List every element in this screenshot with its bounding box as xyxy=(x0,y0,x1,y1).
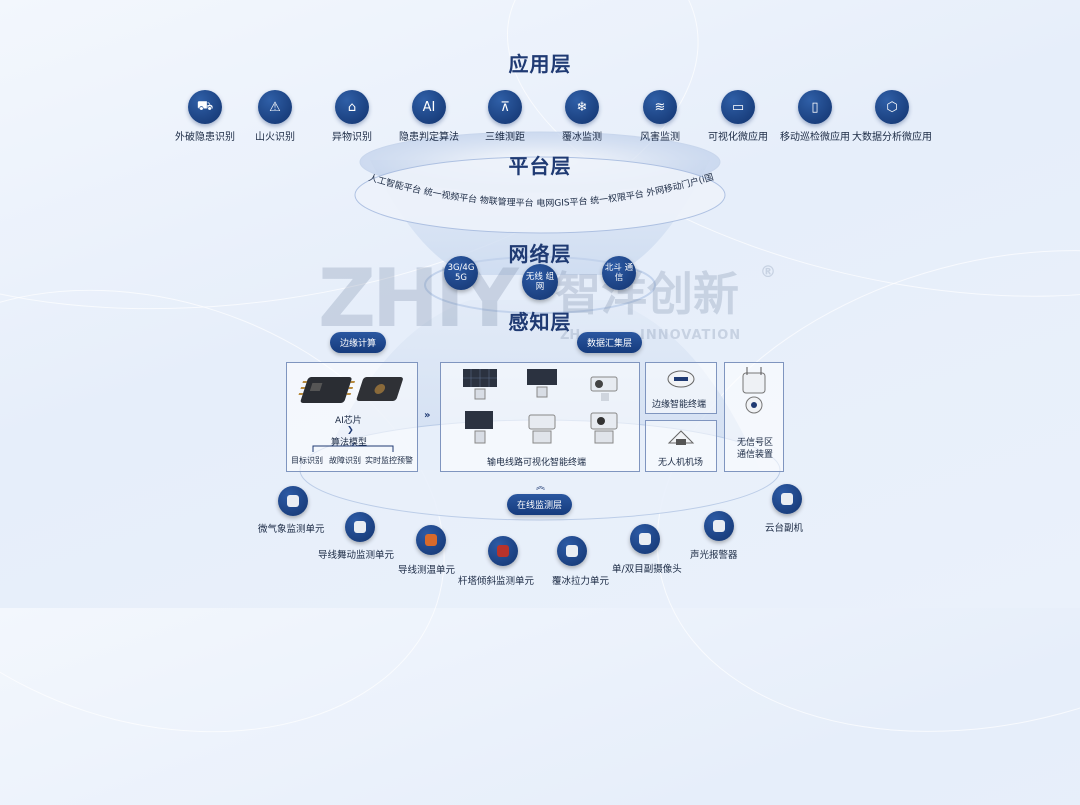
platform-text-arc: 人工智能平台 统一视频平台 物联管理平台 电网GIS平台 统一权限平台 外网移动… xyxy=(0,0,715,209)
icon-glyph: ▭ xyxy=(731,99,745,115)
cube-icon[interactable]: ⬡ xyxy=(875,90,909,124)
icon-glyph: ▯ xyxy=(811,99,819,115)
device-glyph xyxy=(566,545,578,557)
drone-dock-box: 无人机机场 xyxy=(645,420,717,472)
drone-dock-label: 无人机机场 xyxy=(658,458,704,468)
device-glyph xyxy=(425,534,437,546)
mobile-icon[interactable]: ▯ xyxy=(798,90,832,124)
network-node-label: 无线 组网 xyxy=(525,272,555,292)
application-label: 大数据分析微应用 xyxy=(852,132,932,143)
camera-devices-image xyxy=(463,369,618,444)
monitor-icon[interactable]: ▭ xyxy=(721,90,755,124)
watermark-english: INNOVATION xyxy=(640,328,742,343)
application-label: 移动巡检微应用 xyxy=(780,132,850,143)
device-glyph xyxy=(497,545,509,557)
application-label: 三维测距 xyxy=(485,132,525,143)
application-label: 外破隐患识别 xyxy=(175,132,235,143)
application-label: 隐患判定算法 xyxy=(399,132,459,143)
ai-chip-label: AI芯片 xyxy=(335,416,362,426)
device-label: 导线测温单元 xyxy=(398,565,456,576)
application-label: 可视化微应用 xyxy=(708,132,768,143)
network-node-cellular: 3G/4G 5G xyxy=(444,256,478,290)
device-label: 微气象监测单元 xyxy=(258,524,325,535)
device-label: 单/双目副摄像头 xyxy=(612,564,682,575)
device-glyph xyxy=(354,521,366,533)
icon-glyph: ⊼ xyxy=(500,99,510,115)
network-node-label: 3G/4G 5G xyxy=(447,263,475,283)
ice-tension-icon[interactable] xyxy=(557,536,587,566)
device-glyph xyxy=(781,493,793,505)
device-label: 云台副机 xyxy=(765,523,804,534)
platform-services-text: 人工智能平台 统一视频平台 物联管理平台 电网GIS平台 统一权限平台 外网移动… xyxy=(0,0,715,209)
camera-icon[interactable] xyxy=(630,524,660,554)
edge-terminal-label: 边缘智能终端 xyxy=(652,400,707,410)
icon-glyph: ❄ xyxy=(576,99,588,115)
tower-foreign-object-icon[interactable]: ⌂ xyxy=(335,90,369,124)
crane-icon[interactable]: ⛟ xyxy=(188,90,222,124)
weather-station-icon[interactable] xyxy=(278,486,308,516)
online-monitoring-label: 在线监测层 xyxy=(507,494,573,515)
application-layer-title: 应用层 xyxy=(508,52,572,76)
watermark-english-prefix: ZH xyxy=(560,328,581,343)
icon-glyph: ⚠ xyxy=(269,99,281,115)
icon-glyph: AI xyxy=(422,99,436,115)
temperature-sensor-icon[interactable] xyxy=(416,525,446,555)
device-label: 杆塔倾斜监测单元 xyxy=(458,576,535,587)
model-branch-lines xyxy=(312,443,394,452)
watermark-logo: ZHIY xyxy=(318,252,519,345)
device-label: 导线舞动监测单元 xyxy=(318,550,395,561)
chevron-down-icon: ❯ xyxy=(347,425,354,434)
visual-terminal-label: 输电线路可视化智能终端 xyxy=(487,458,587,468)
icon-glyph: ⌂ xyxy=(347,99,357,115)
algorithm-model-label: 算法模型 xyxy=(331,438,368,448)
comm-device-image xyxy=(742,367,766,414)
icon-glyph: ≋ xyxy=(654,99,666,115)
network-node-beidou: 北斗 通信 xyxy=(602,256,636,290)
conductor-galloping-icon[interactable] xyxy=(345,512,375,542)
visual-terminal-box: 输电线路可视化智能终端 xyxy=(440,362,640,472)
device-glyph xyxy=(639,533,651,545)
network-node-label: 北斗 通信 xyxy=(604,263,634,283)
edge-terminal-image xyxy=(667,370,695,388)
device-glyph xyxy=(287,495,299,507)
fire-tower-icon[interactable]: ⚠ xyxy=(258,90,292,124)
platform-layer-title: 平台层 xyxy=(508,154,572,178)
icon-glyph: ⬡ xyxy=(886,99,898,115)
application-label: 异物识别 xyxy=(332,132,372,143)
device-label: 声光报警器 xyxy=(690,550,738,561)
device-label: 覆冰拉力单元 xyxy=(552,576,610,587)
application-label: 山火识别 xyxy=(255,132,295,143)
wind-tower-icon[interactable]: ≋ xyxy=(643,90,677,124)
tower-measure-icon[interactable]: ⊼ xyxy=(488,90,522,124)
edge-compute-label: 边缘计算 xyxy=(330,332,387,353)
svg-text:人工智能平台 统一视频平台 物联管理平台 电网GIS平: 人工智能平台 统一视频平台 物联管理平台 电网GIS平台 统一权限平台 外网移动… xyxy=(0,0,715,209)
device-glyph xyxy=(713,520,725,532)
drone-dock-image xyxy=(667,430,695,445)
edge-terminal-box: 边缘智能终端 xyxy=(645,362,717,414)
function-realtime-warning: 实时监控预警 xyxy=(365,456,413,465)
edge-compute-box: AI芯片 ❯ 算法模型 目标识别 故障识别 实时监控预警 xyxy=(286,362,418,472)
network-node-wireless: 无线 组网 xyxy=(522,264,558,300)
icon-glyph: ⛟ xyxy=(196,98,214,114)
alarm-speaker-icon[interactable] xyxy=(704,511,734,541)
ai-warning-icon[interactable]: AI xyxy=(412,90,446,124)
double-chevron-up-icon: ︽ xyxy=(536,482,546,492)
function-target-recognition: 目标识别 xyxy=(291,456,323,465)
double-chevron-right-icon: » xyxy=(424,410,431,421)
function-fault-recognition: 故障识别 xyxy=(329,456,361,465)
watermark-text: 智洋创新 xyxy=(555,267,739,321)
application-label: 覆冰监测 xyxy=(562,132,602,143)
application-label: 风害监测 xyxy=(640,132,680,143)
no-signal-device-label: 无信号区 通信装置 xyxy=(736,438,773,460)
ai-chip-image xyxy=(298,377,403,403)
network-layer-title: 网络层 xyxy=(508,242,572,266)
tower-tilt-icon[interactable] xyxy=(488,536,518,566)
perception-layer-title: 感知层 xyxy=(508,310,572,334)
data-hub-label: 数据汇集层 xyxy=(577,332,643,353)
watermark-registered: ® xyxy=(760,262,776,281)
ice-tower-icon[interactable]: ❄ xyxy=(565,90,599,124)
ptz-camera-icon[interactable] xyxy=(772,484,802,514)
no-signal-device-box: 无信号区 通信装置 xyxy=(724,362,784,472)
